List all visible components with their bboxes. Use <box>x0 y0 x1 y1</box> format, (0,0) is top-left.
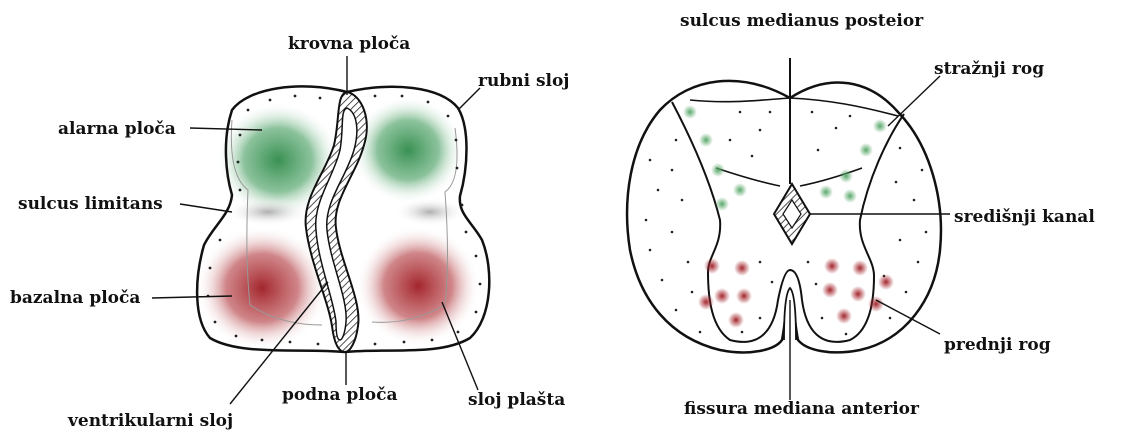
label-anterior-horn: prednji rog <box>944 335 1051 355</box>
label-posterior-median-sulcus: sulcus medianus posteior <box>680 11 924 31</box>
label-mantle-layer: sloj plašta <box>468 390 565 410</box>
label-basal-plate: bazalna ploča <box>10 288 140 308</box>
basal-plate-region-right <box>356 226 480 346</box>
alar-plate-region-right <box>352 96 464 204</box>
right-leader-lines <box>790 76 950 400</box>
label-central-canal: središnji kanal <box>954 207 1095 227</box>
label-marginal-layer: rubni sloj <box>478 71 569 91</box>
label-floor-plate: podna ploča <box>282 385 397 405</box>
sulcus-region-right <box>394 198 466 226</box>
neural-tube-section: krovna ploča rubni sloj alarna ploča sul… <box>10 34 569 431</box>
label-posterior-horn: stražnji rog <box>934 59 1044 79</box>
label-ventricular-layer: ventrikularni sloj <box>67 411 233 431</box>
posterior-root-left <box>690 98 790 102</box>
sulcus-region-left <box>226 198 310 226</box>
label-anterior-median-fissure: fissura mediana anterior <box>684 399 920 419</box>
posterior-root-right <box>790 98 898 116</box>
label-roof-plate: krovna ploča <box>288 34 410 54</box>
dorsal-commissure-left <box>716 168 780 186</box>
label-sulcus-limitans: sulcus limitans <box>18 194 163 214</box>
spinal-cord-section: sulcus medianus posteior stražnji rog sr… <box>627 11 1095 419</box>
label-alar-plate: alarna ploča <box>58 119 176 139</box>
